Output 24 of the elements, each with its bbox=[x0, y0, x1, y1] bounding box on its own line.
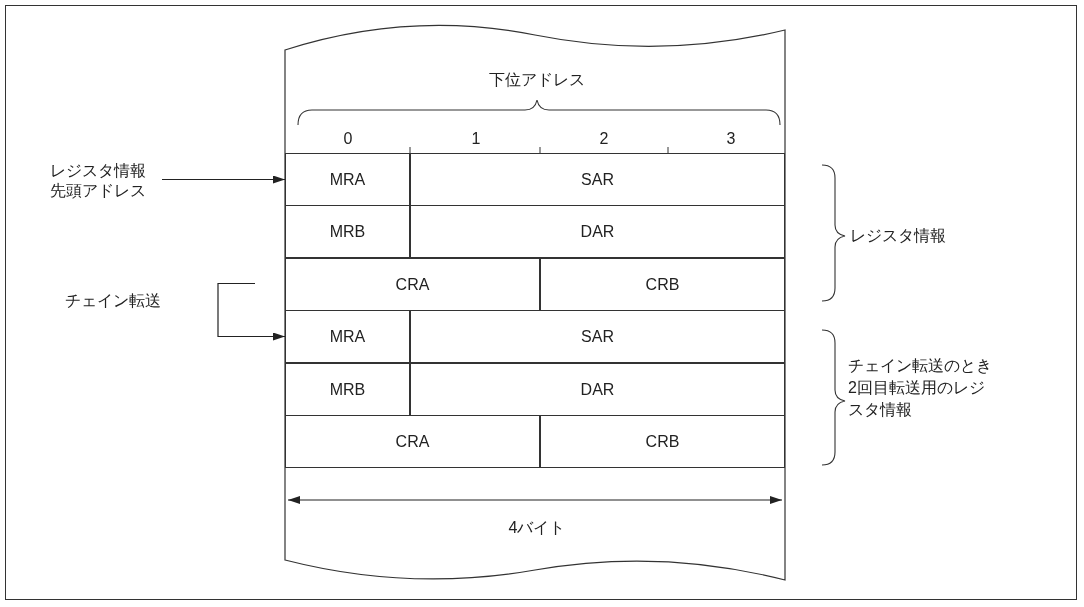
register-cell: MRB bbox=[285, 363, 410, 416]
address-heading: 下位アドレス bbox=[489, 70, 585, 90]
edge-label: チェイン転送 bbox=[65, 290, 161, 311]
register-cell: CRA bbox=[285, 258, 540, 311]
register-cell: MRA bbox=[285, 310, 410, 363]
register-cell: MRA bbox=[285, 153, 410, 206]
register-cell: DAR bbox=[410, 363, 785, 416]
register-cell: MRB bbox=[285, 205, 410, 258]
register-cell: DAR bbox=[410, 205, 785, 258]
bracket-arrow bbox=[217, 282, 286, 341]
dimension-label: 4バイト bbox=[508, 518, 566, 538]
register-cell: CRB bbox=[540, 415, 785, 468]
annotation-text: チェイン転送のとき2回目転送用のレジスタ情報 bbox=[848, 356, 993, 420]
register-cell: CRB bbox=[540, 258, 785, 311]
register-cell: CRA bbox=[285, 415, 540, 468]
annotation-text: レジスタ情報先頭アドレス bbox=[50, 161, 148, 201]
column-number: 1 bbox=[471, 130, 481, 148]
register-cell: SAR bbox=[410, 153, 785, 206]
column-number: 0 bbox=[343, 130, 353, 148]
column-number: 2 bbox=[599, 130, 609, 148]
column-number: 3 bbox=[726, 130, 736, 148]
register-cell: SAR bbox=[410, 310, 785, 363]
arrow bbox=[161, 175, 286, 184]
annotation-text: レジスタ情報 bbox=[850, 226, 946, 246]
